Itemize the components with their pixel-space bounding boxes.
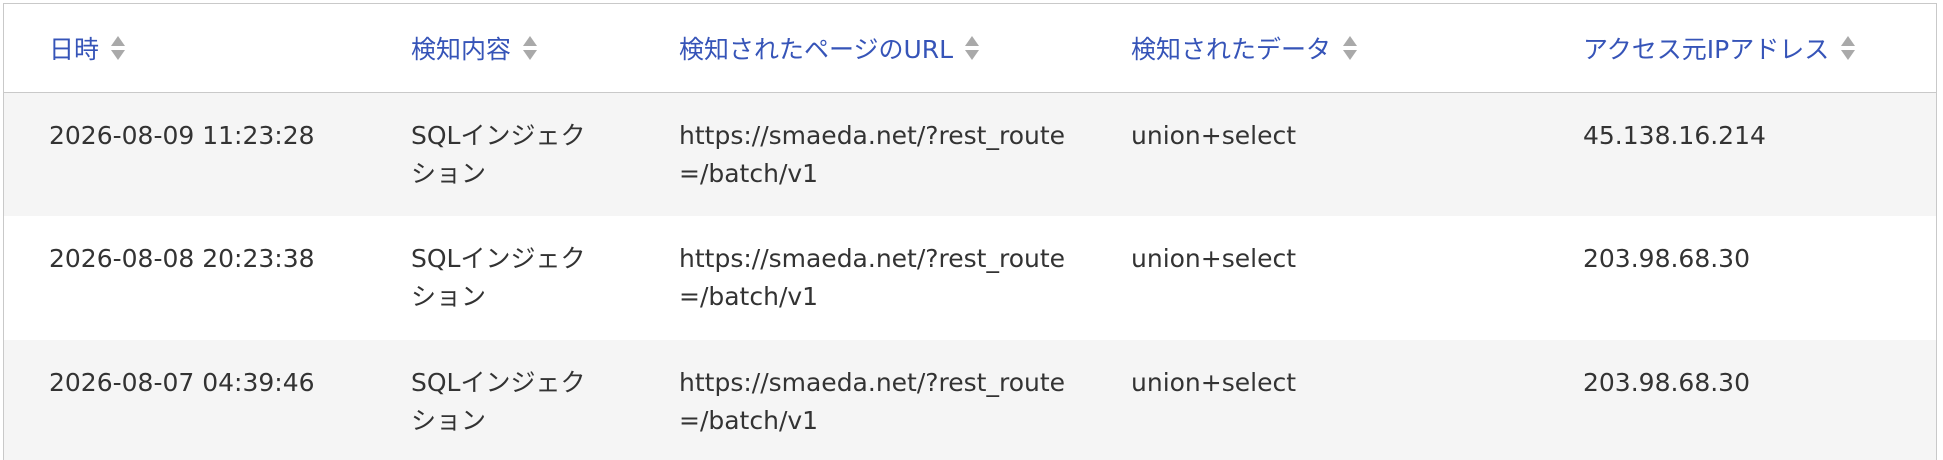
table-header: 日時 検知内容 検知されたページのURL — [4, 4, 1936, 92]
sort-icon[interactable] — [963, 33, 981, 63]
column-header-datetime[interactable]: 日時 — [4, 4, 366, 92]
cell-data: union+select — [1131, 244, 1297, 273]
cell-detection: SQLインジェクション — [411, 368, 586, 435]
column-header-label: 検知内容 — [411, 34, 512, 64]
cell-url: https://smaeda.net/?rest_route=/batch/v1 — [679, 120, 1066, 188]
cell-detection: SQLインジェクション — [411, 244, 586, 311]
cell-data: union+select — [1131, 368, 1297, 397]
cell-detection: SQLインジェクション — [411, 120, 586, 188]
table-row: 2026-08-08 20:23:38 SQLインジェクション https://… — [4, 216, 1936, 340]
detection-log-table: 日時 検知内容 検知されたページのURL — [4, 4, 1936, 460]
column-header-ip[interactable]: アクセス元IPアドレス — [1538, 4, 1936, 92]
column-header-detection[interactable]: 検知内容 — [366, 4, 634, 92]
cell-ip: 203.98.68.30 — [1583, 244, 1750, 273]
column-header-label: 検知されたページのURL — [679, 34, 954, 64]
sort-icon[interactable] — [521, 33, 539, 63]
cell-ip: 45.138.16.214 — [1583, 120, 1766, 150]
cell-datetime: 2026-08-09 11:23:28 — [49, 120, 315, 150]
table-body: 2026-08-09 11:23:28 SQLインジェクション https://… — [4, 92, 1936, 460]
table-row: 2026-08-07 04:39:46 SQLインジェクション https://… — [4, 340, 1936, 460]
table-header-row: 日時 検知内容 検知されたページのURL — [4, 4, 1936, 92]
detection-log-table-container: 日時 検知内容 検知されたページのURL — [3, 3, 1937, 460]
table-row: 2026-08-09 11:23:28 SQLインジェクション https://… — [4, 92, 1936, 216]
cell-url: https://smaeda.net/?rest_route=/batch/v1 — [679, 368, 1066, 435]
column-header-label: アクセス元IPアドレス — [1583, 34, 1830, 64]
cell-ip: 203.98.68.30 — [1583, 368, 1750, 397]
sort-icon[interactable] — [1839, 33, 1857, 63]
column-header-label: 日時 — [49, 34, 100, 64]
cell-datetime: 2026-08-08 20:23:38 — [49, 244, 315, 273]
cell-datetime: 2026-08-07 04:39:46 — [49, 368, 315, 397]
cell-url: https://smaeda.net/?rest_route=/batch/v1 — [679, 244, 1066, 311]
column-header-label: 検知されたデータ — [1131, 34, 1332, 64]
column-header-data[interactable]: 検知されたデータ — [1086, 4, 1538, 92]
sort-icon[interactable] — [1341, 33, 1359, 63]
cell-data: union+select — [1131, 120, 1297, 150]
sort-icon[interactable] — [109, 33, 127, 63]
column-header-url[interactable]: 検知されたページのURL — [634, 4, 1086, 92]
